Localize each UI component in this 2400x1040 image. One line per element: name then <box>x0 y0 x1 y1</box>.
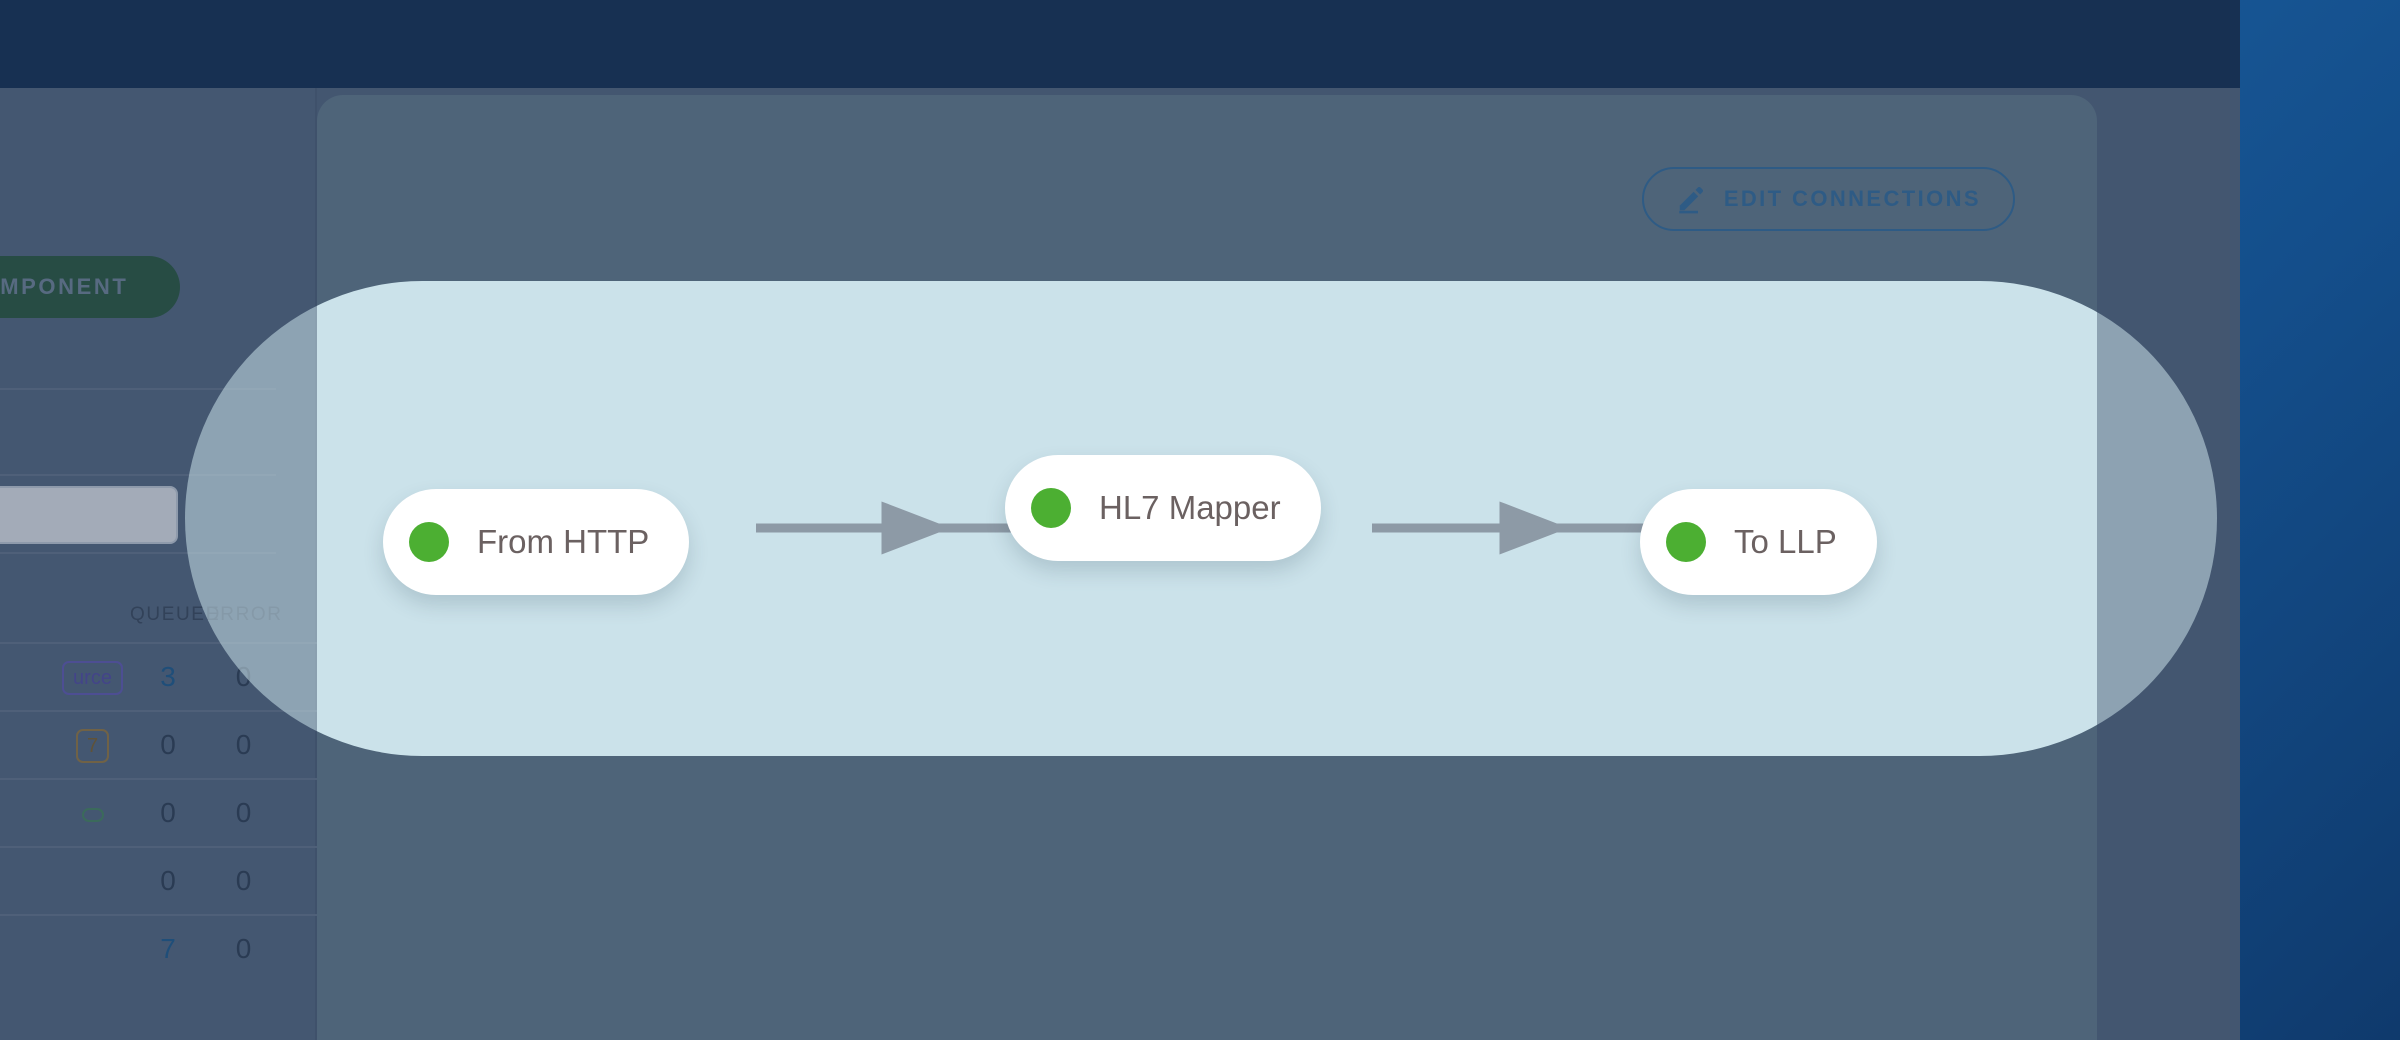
status-badge: 7 <box>55 727 130 763</box>
table-row[interactable]: 0 0 <box>0 846 317 914</box>
cell-queued: 7 <box>160 933 176 964</box>
table-row[interactable]: 7 0 0 <box>0 710 317 778</box>
status-badge <box>55 797 130 829</box>
flow-node-label: To LLP <box>1734 523 1837 560</box>
pencil-icon <box>1679 187 1703 214</box>
status-dot-icon <box>1031 488 1071 528</box>
status-dot-icon <box>409 522 449 562</box>
sidebar-divider <box>0 388 276 390</box>
app-top-bar <box>0 0 2240 88</box>
edit-connections-button[interactable]: EDIT CONNECTIONS <box>1641 167 2015 231</box>
modal-toolbar: EDIT CONNECTIONS <box>1641 167 2015 231</box>
cell-error: 0 <box>235 797 252 828</box>
cell-queued: 3 <box>160 661 176 692</box>
flow-node-hl7-mapper[interactable]: HL7 Mapper <box>1005 455 1321 561</box>
cell-error: 0 <box>235 729 252 760</box>
connections-modal: EDIT CONNECTIONS From HTTP HL7 Mapper To… <box>317 95 2097 1040</box>
cell-queued: 0 <box>160 797 176 828</box>
add-component-button[interactable]: COMPONENT <box>0 256 180 318</box>
flow-node-label: From HTTP <box>477 523 650 560</box>
cell-error: 0 <box>235 865 252 896</box>
flow-node-from-http[interactable]: From HTTP <box>383 489 690 595</box>
sidebar-divider <box>0 474 276 476</box>
cell-queued: 0 <box>160 729 176 760</box>
status-badge: urce <box>55 659 130 695</box>
edge-arrowhead <box>881 501 951 555</box>
add-component-label: COMPONENT <box>0 274 129 299</box>
table-row[interactable]: 0 0 <box>0 778 317 846</box>
edit-connections-label: EDIT CONNECTIONS <box>1723 186 1981 211</box>
cell-error: 0 <box>235 933 252 964</box>
cell-queued: 0 <box>160 865 176 896</box>
status-dot-icon <box>1666 522 1706 562</box>
flow-graph: From HTTP HL7 Mapper To LLP <box>317 95 2097 1040</box>
table-row[interactable]: 7 0 <box>0 914 317 982</box>
column-header-queued: QUEUED <box>130 604 221 625</box>
edge-arrowhead <box>1499 501 1569 555</box>
flow-node-to-llp[interactable]: To LLP <box>1640 489 1877 595</box>
search-input[interactable] <box>0 486 178 544</box>
sidebar-divider <box>0 552 276 554</box>
flow-node-label: HL7 Mapper <box>1099 489 1281 526</box>
